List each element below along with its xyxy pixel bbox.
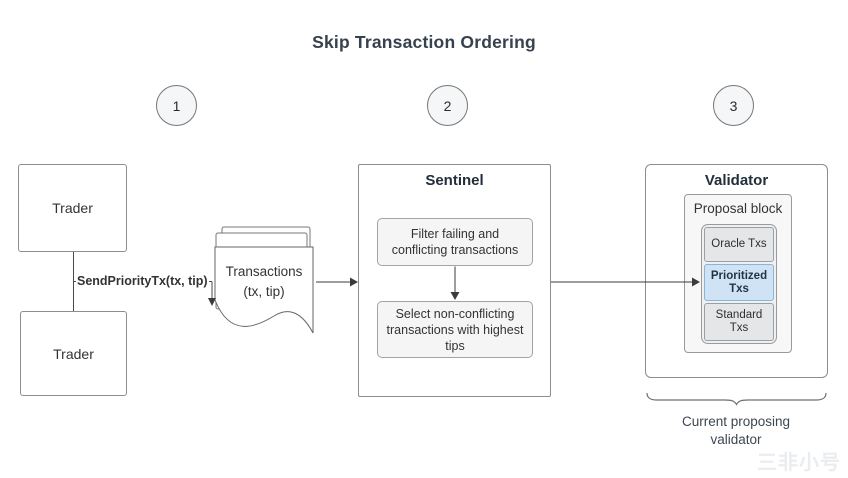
step-circle-3: 3 xyxy=(713,85,754,126)
watermark-text: 三非小号 xyxy=(757,452,841,474)
oracle-txs-label: Oracle Txs xyxy=(711,238,767,250)
transactions-label-line2: (tx, tip) xyxy=(243,284,285,299)
diagram-title: Skip Transaction Ordering xyxy=(312,32,536,52)
trader-top-node: Trader xyxy=(18,164,127,252)
transactions-label-line1: Transactions xyxy=(225,264,303,279)
sentinel-step-filter-label: Filter failing and conflicting transacti… xyxy=(391,227,519,257)
sentinel-step-select-label: Select non-conflicting transactions with… xyxy=(386,306,524,353)
sentinel-container: Sentinel xyxy=(358,164,551,397)
trader-top-label: Trader xyxy=(52,200,93,216)
validator-caption: Current proposing validator xyxy=(681,414,791,447)
transactions-document-shape xyxy=(214,226,314,334)
sentinel-title: Sentinel xyxy=(425,172,484,189)
tx-group: Oracle Txs Prioritized Txs Standard Txs xyxy=(701,224,777,344)
transactions-node: Transactions (tx, tip) xyxy=(214,262,314,302)
trader-bottom-label: Trader xyxy=(53,345,94,362)
validator-brace xyxy=(646,392,827,406)
step-circle-2: 2 xyxy=(427,85,468,126)
oracle-txs-block: Oracle Txs xyxy=(704,227,774,262)
trader-bottom-node: Trader xyxy=(20,311,127,396)
brace-path xyxy=(646,392,827,406)
transactions-to-sentinel-arrowhead xyxy=(350,277,358,287)
step-number-3: 3 xyxy=(729,97,738,114)
prioritized-txs-label: Prioritized Txs xyxy=(710,269,768,295)
validator-title: Validator xyxy=(704,172,769,189)
send-priority-tx-label: SendPriorityTx(tx, tip) xyxy=(76,274,209,288)
prioritized-txs-block: Prioritized Txs xyxy=(704,264,774,301)
sentinel-step-filter: Filter failing and conflicting transacti… xyxy=(377,218,533,266)
step-circle-1: 1 xyxy=(156,85,197,126)
sentinel-step-select: Select non-conflicting transactions with… xyxy=(377,301,533,358)
step-number-1: 1 xyxy=(172,97,181,114)
validator-container: Validator Proposal block Oracle Txs Prio… xyxy=(645,164,828,378)
proposal-block: Proposal block Oracle Txs Prioritized Tx… xyxy=(684,194,792,353)
standard-txs-label: Standard Txs xyxy=(715,309,763,334)
proposal-block-label: Proposal block xyxy=(693,201,783,216)
standard-txs-block: Standard Txs xyxy=(704,303,774,341)
step-number-2: 2 xyxy=(443,97,452,114)
document-sheet-front xyxy=(214,246,314,334)
